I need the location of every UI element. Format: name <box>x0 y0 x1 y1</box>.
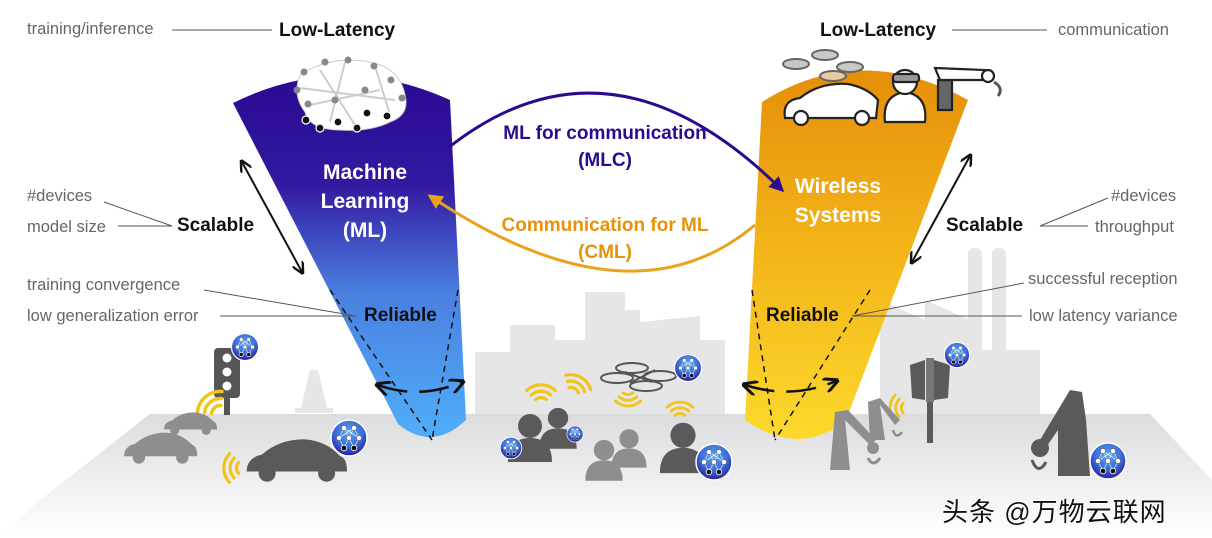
watermark: 头条 @万物云联网 <box>942 497 1167 527</box>
ml-title-line: Learning <box>320 190 410 213</box>
ml-title-line: (ML) <box>342 219 388 242</box>
nn-badge-icon <box>330 419 368 457</box>
vr-person-top-icon <box>883 68 927 124</box>
neural-brain-icon <box>293 56 407 133</box>
right-reliable-note-reception: successful reception <box>1028 270 1178 288</box>
left-reliable-note-convergence: training convergence <box>27 276 181 294</box>
mlc-label: ML for communication (MLC) <box>480 120 730 174</box>
left-low-latency-label: Low-Latency <box>279 20 396 41</box>
left-scalable-note-devices: #devices <box>27 187 93 205</box>
mlc-label-line: ML for communication <box>503 123 707 144</box>
nn-badge-icon <box>230 332 260 362</box>
right-latency-note: communication <box>1058 21 1169 39</box>
drone-top-icon <box>782 49 864 82</box>
right-scalable-arrow <box>912 156 970 262</box>
traffic-cone <box>300 370 328 412</box>
nn-badge-icon <box>943 341 971 369</box>
wireless-cone-title: Wireless Systems <box>778 172 898 230</box>
right-low-latency-label: Low-Latency <box>820 20 937 41</box>
left-latency-note: training/inference <box>27 20 154 38</box>
cml-arrow <box>427 194 756 273</box>
wireless-title-line: Systems <box>794 204 882 227</box>
leader-lines <box>103 29 1109 317</box>
right-reliable-label: Reliable <box>766 305 839 326</box>
traffic-light-icon <box>214 348 240 415</box>
left-reliable-note-generalization: low generalization error <box>27 307 199 325</box>
right-scalable-label: Scalable <box>946 215 1024 236</box>
nn-badge-icon <box>695 443 733 481</box>
cml-label-line: (CML) <box>578 242 632 263</box>
city-skyline <box>475 292 725 420</box>
nn-badge-icon <box>566 425 584 443</box>
ml-cone-title: Machine Learning (ML) <box>305 158 425 245</box>
right-scalable-note-throughput: throughput <box>1095 218 1174 236</box>
cml-label: Communication for ML (CML) <box>480 212 730 266</box>
left-scalable-arrow <box>242 162 302 272</box>
left-scalable-label: Scalable <box>177 215 255 236</box>
car-top-icon <box>783 82 880 127</box>
drone-icon <box>600 362 677 392</box>
left-reliable-label: Reliable <box>364 305 437 326</box>
left-scalable-note-model-size: model size <box>27 218 106 236</box>
nn-badge-icon <box>499 436 523 460</box>
ml-title-line: Machine <box>322 161 408 184</box>
nn-badge-icon <box>1089 442 1127 480</box>
right-reliable-note-latency: low latency variance <box>1029 307 1178 325</box>
robot-arm-icon <box>830 398 903 470</box>
mlc-arrow <box>447 91 785 193</box>
right-scalable-note-devices: #devices <box>1111 187 1177 205</box>
cml-label-line: Communication for ML <box>501 215 709 236</box>
robot-arm-top-icon <box>933 66 1002 112</box>
wireless-title-line: Wireless <box>794 175 882 198</box>
industrial-robot-icon <box>1030 390 1090 476</box>
cell-tower-icon <box>910 358 950 443</box>
mlc-label-line: (MLC) <box>578 150 632 171</box>
nn-badge-icon <box>673 353 703 383</box>
